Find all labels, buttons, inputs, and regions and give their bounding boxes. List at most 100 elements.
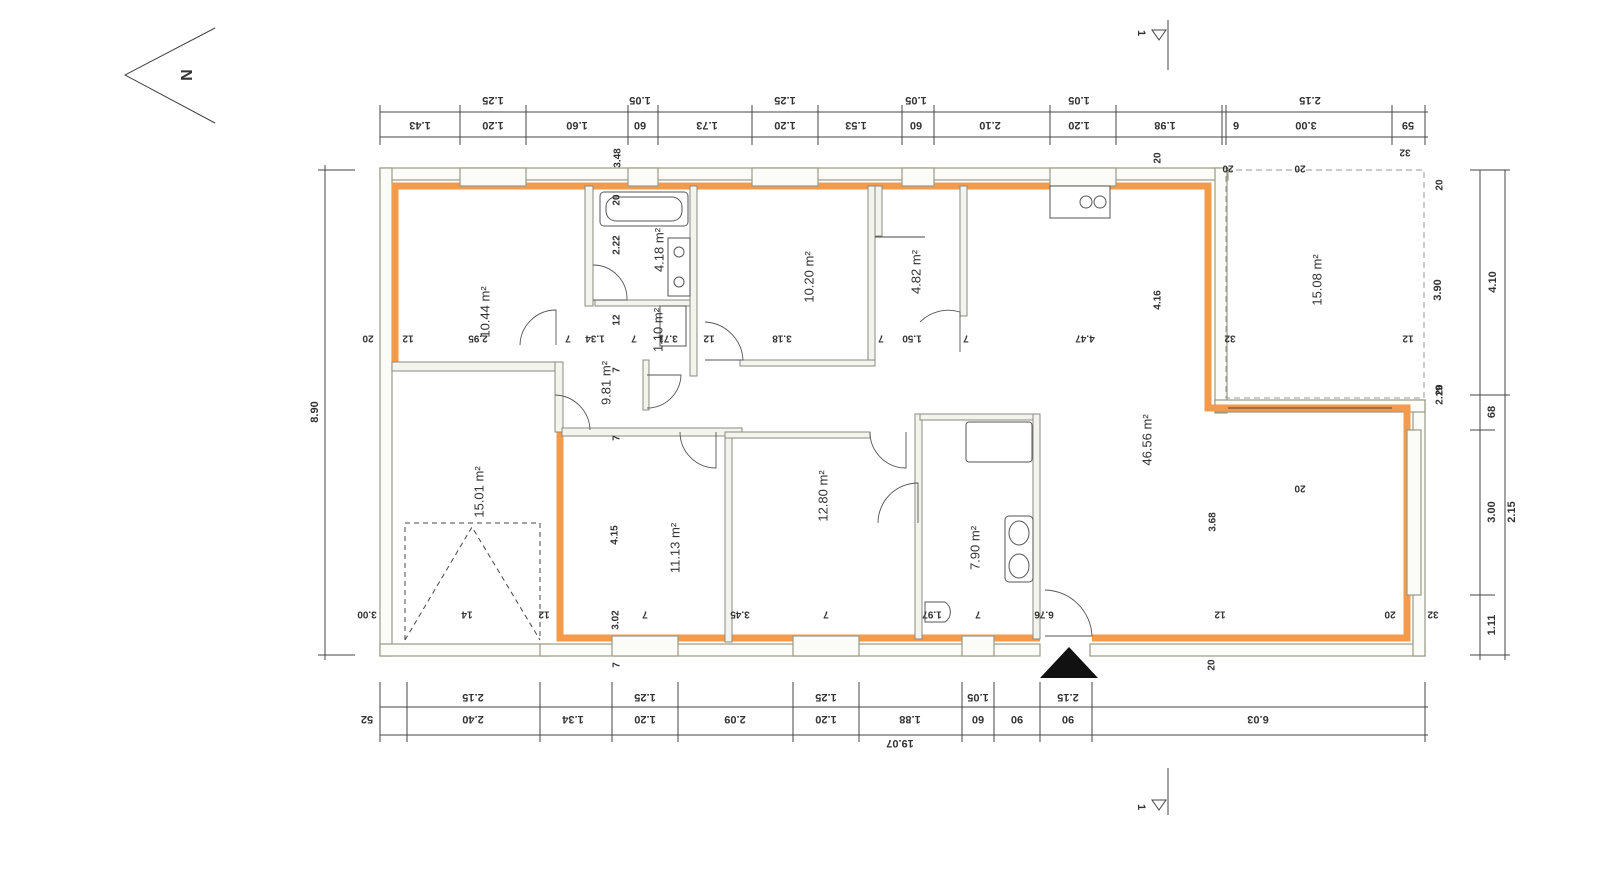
interior-dim-label: 7 <box>642 608 648 619</box>
dim-bottom-inner: 1.20 <box>634 713 655 725</box>
room-area-label: 9.81 m² <box>598 360 613 405</box>
interior-dim-label: 7 <box>612 662 623 668</box>
interior-dim-label: 12 <box>612 314 623 326</box>
dim-bottom-inner: 6.03 <box>1247 713 1268 725</box>
interior-dim-label: 12 <box>1402 332 1414 343</box>
interior-dim-label: 14 <box>461 608 473 619</box>
interior-dim-label: 12 <box>703 332 715 343</box>
room-area-label: 4.18 m² <box>651 227 666 272</box>
dim-top-outer: 2.15 <box>1299 94 1320 106</box>
interior-dim-label: 7 <box>612 435 623 441</box>
room-area-label: 10.44 m² <box>477 286 492 338</box>
dim-bottom-inner: 90 <box>1062 713 1074 725</box>
interior-dim-label: 20 <box>1294 162 1306 173</box>
entrance-marker <box>1040 647 1098 678</box>
interior-dim-label: 1.50 <box>902 332 922 343</box>
room-area-label: 15.08 m² <box>1309 254 1324 306</box>
interior-dim-label: 3.18 <box>772 332 792 343</box>
interior-dim-label: 12 <box>402 332 414 343</box>
doors <box>519 264 1093 637</box>
shower-tray-icon <box>965 421 1033 463</box>
dim-top-inner: 60 <box>910 119 922 131</box>
north-arrow: N <box>123 27 216 124</box>
windows <box>459 167 1422 657</box>
interior-dim-label: 3.45 <box>730 608 750 619</box>
section-marker-bottom: 1 <box>1135 768 1169 815</box>
interior-dim-label: 1.34 <box>585 332 605 343</box>
dim-top-inner: 1.53 <box>845 119 866 131</box>
dim-top-inner: 1.98 <box>1154 119 1175 131</box>
dim-top-outer: 1.05 <box>905 94 926 106</box>
section-label-top: 1 <box>1135 30 1147 36</box>
interior-dim-label: 12 <box>1214 608 1226 619</box>
interior-dim-label: 32 <box>1399 146 1411 157</box>
dim-bottom-outer: 2.15 <box>462 691 483 703</box>
interior-dim-label: 20 <box>1435 384 1446 396</box>
dim-top-inner: 1.60 <box>566 119 587 131</box>
interior-dim-label: 12 <box>538 608 550 619</box>
room-area-label: 1.10 m² <box>650 307 665 352</box>
interior-dim-label: 32 <box>1224 332 1236 343</box>
dim-bottom-inner: 1.88 <box>899 713 920 725</box>
interior-dim-label: 3.48 <box>613 148 624 168</box>
interior-dim-label: 7 <box>612 367 623 373</box>
interior-dim-label: 7 <box>631 332 637 343</box>
dim-top-inner: 59 <box>1402 119 1414 131</box>
dim-bottom-inner: 90 <box>1011 713 1023 725</box>
interior-dim-label: 20 <box>1294 482 1306 493</box>
room-area-label: 12.80 m² <box>815 470 830 522</box>
interior-dim-label: 3.68 <box>1208 512 1219 532</box>
interior-dim-label: 6.76 <box>1034 608 1054 619</box>
dim-top-outer: 1.05 <box>1068 94 1089 106</box>
interior-dim-label: 1.97 <box>922 608 942 619</box>
dim-bottom-inner: 1.20 <box>815 713 836 725</box>
room-area-label: 10.20 m² <box>801 251 816 303</box>
interior-dim-label: 20 <box>1207 659 1218 671</box>
interior-dim-label: 7 <box>565 332 571 343</box>
dim-top-outer: 1.25 <box>774 94 795 106</box>
dim-total-width: 19.07 <box>886 737 914 749</box>
dim-top-outer: 1.25 <box>482 94 503 106</box>
room-area-label: 7.90 m² <box>967 525 982 570</box>
dim-top-inner: 1.20 <box>1068 119 1089 131</box>
interior-dim-label: 3.00 <box>357 608 377 619</box>
room-area-label: 46.56 m² <box>1139 414 1154 466</box>
dim-bottom-outer: 1.05 <box>967 691 988 703</box>
dim-top-inner: 2.10 <box>979 119 1000 131</box>
section-label-bottom: 1 <box>1135 804 1147 810</box>
dim-bottom-outer: 1.25 <box>815 691 836 703</box>
interior-dim-label: 7 <box>963 332 969 343</box>
dim-top-inner: 1.73 <box>696 119 717 131</box>
interior-dim-label: 3.71 <box>658 332 678 343</box>
dim-bottom-inner: 2.40 <box>462 713 483 725</box>
exterior-walls <box>379 167 1426 657</box>
interior-dim-label: 4.15 <box>610 525 621 545</box>
dimension-lines-top <box>379 105 1428 145</box>
vehicle-outline <box>404 522 541 640</box>
dim-right-inner: 4.10 <box>1487 271 1499 292</box>
toilet-icon <box>924 601 951 623</box>
dim-bottom-inner: 52 <box>361 713 373 725</box>
interior-walls <box>391 185 1041 643</box>
dim-top-inner: 60 <box>634 119 646 131</box>
dim-bottom-outer: 2.15 <box>1057 691 1078 703</box>
interior-dim-label: 20 <box>1435 179 1446 191</box>
dim-right-outer: 3.90 <box>1432 279 1444 300</box>
dim-top-inner: 6 <box>1233 119 1239 131</box>
dim-bottom-inner: 1.34 <box>561 713 583 725</box>
dim-right-inner: 2.15 <box>1506 501 1518 522</box>
interior-dim-label: 32 <box>1427 608 1439 619</box>
dim-bottom-inner: 2.09 <box>724 713 745 725</box>
interior-dim-label: 2.22 <box>612 235 623 255</box>
interior-dim-label: 4.47 <box>1075 332 1095 343</box>
room-area-label: 11.13 m² <box>667 522 682 573</box>
dim-right-outer: 3.00 <box>1486 501 1498 522</box>
dim-top-inner: 1.20 <box>774 119 795 131</box>
interior-dim-label: 4.16 <box>1153 290 1164 310</box>
washbasin-icon <box>667 237 691 297</box>
